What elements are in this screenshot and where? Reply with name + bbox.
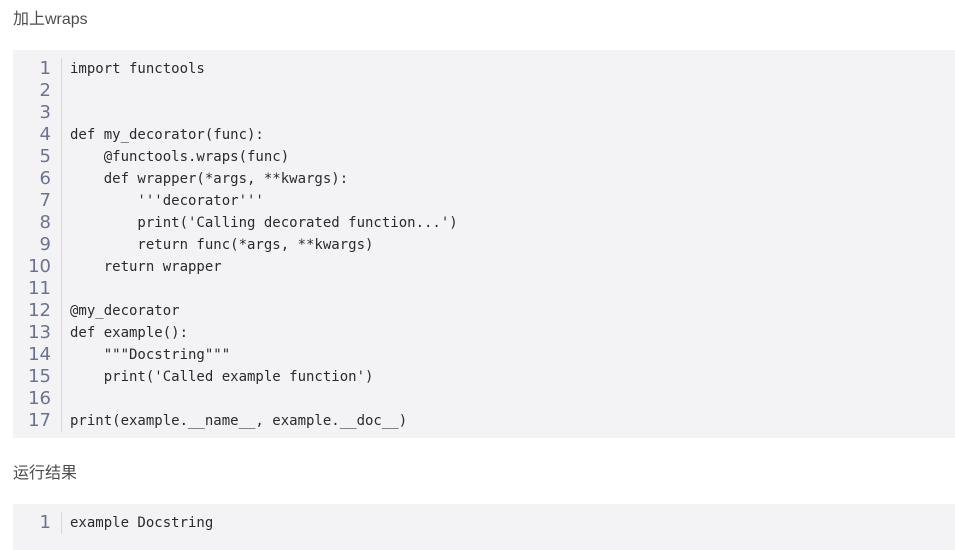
code-line: 9 return func(*args, **kwargs)	[13, 234, 955, 256]
line-number: 2	[13, 80, 62, 102]
line-number: 1	[13, 58, 62, 80]
code-line: 12 @my_decorator	[13, 300, 955, 322]
line-number: 6	[13, 168, 62, 190]
code-text: def wrapper(*args, **kwargs):	[70, 171, 349, 187]
code-text	[62, 80, 70, 102]
code-line: 1 import functools	[13, 58, 955, 80]
code-line: 4 def my_decorator(func):	[13, 124, 955, 146]
code-text: @functools.wraps(func)	[70, 149, 290, 165]
code-text: print('Calling decorated function...')	[70, 215, 458, 231]
line-number: 15	[13, 366, 62, 388]
code-line: 10 return wrapper	[13, 256, 955, 278]
code-line: 17 print(example.__name__, example.__doc_…	[13, 410, 955, 432]
line-number: 10	[13, 256, 62, 278]
code-line: 14 """Docstring"""	[13, 344, 955, 366]
code-text: '''decorator'''	[70, 193, 264, 209]
code-line: 2	[13, 80, 955, 102]
code-text: return func(*args, **kwargs)	[70, 237, 374, 253]
code-text: """Docstring"""	[70, 347, 231, 363]
line-number: 9	[13, 234, 62, 256]
code-text: def example():	[70, 325, 189, 341]
code-line: 11	[13, 278, 955, 300]
line-number: 16	[13, 388, 62, 410]
code-text: import functools	[70, 61, 205, 77]
line-number: 4	[13, 124, 62, 146]
code-text: print(example.__name__, example.__doc__)	[70, 413, 408, 429]
code-text	[62, 278, 70, 300]
code-text: @my_decorator	[70, 303, 180, 319]
code-line: 1 example Docstring	[13, 512, 955, 534]
code-text	[62, 388, 70, 410]
code-text: print('Called example function')	[70, 369, 374, 385]
code-line: 13 def example():	[13, 322, 955, 344]
code-line: 15 print('Called example function')	[13, 366, 955, 388]
line-number: 3	[13, 102, 62, 124]
code-text: return wrapper	[70, 259, 222, 275]
line-number: 12	[13, 300, 62, 322]
line-number: 5	[13, 146, 62, 168]
code-line: 7 '''decorator'''	[13, 190, 955, 212]
line-number: 13	[13, 322, 62, 344]
line-number: 7	[13, 190, 62, 212]
paragraph-add-wraps: 加上wraps	[13, 11, 88, 28]
paragraph-run-result: 运行结果	[13, 465, 78, 482]
code-text: example Docstring	[70, 515, 214, 531]
line-number: 17	[13, 410, 62, 432]
code-line: 6 def wrapper(*args, **kwargs):	[13, 168, 955, 190]
code-line: 5 @functools.wraps(func)	[13, 146, 955, 168]
code-line: 3	[13, 102, 955, 124]
code-text: def my_decorator(func):	[70, 127, 264, 143]
code-block-source[interactable]: 1 import functools 2 3 4 def my_decorator(…	[13, 50, 955, 438]
code-block-output[interactable]: 1 example Docstring	[13, 504, 955, 550]
code-line: 8 print('Calling decorated function...')	[13, 212, 955, 234]
line-number: 8	[13, 212, 62, 234]
code-text	[62, 102, 70, 124]
code-line: 16	[13, 388, 955, 410]
line-number: 14	[13, 344, 62, 366]
line-number: 1	[13, 512, 62, 534]
line-number: 11	[13, 278, 62, 300]
